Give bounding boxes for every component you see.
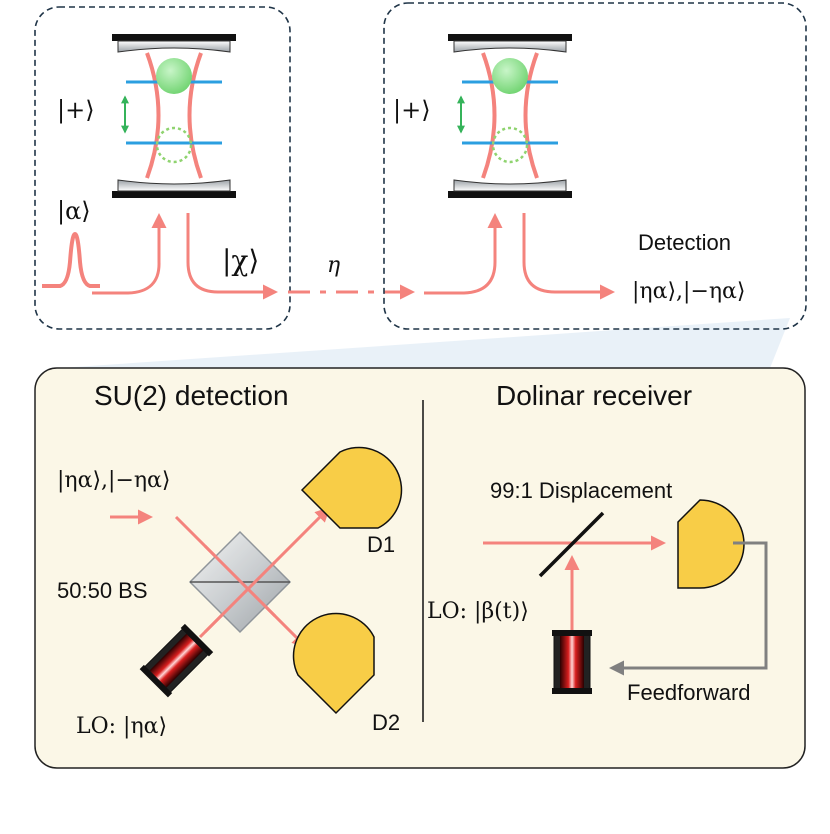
detector-d2-icon xyxy=(292,612,375,715)
dolinar-lo-label: LO: |β(t)⟩ xyxy=(427,599,529,624)
feedforward-label: Feedforward xyxy=(627,680,751,705)
atom-icon xyxy=(492,58,528,94)
channel-loss-label: η xyxy=(327,253,340,278)
input-state-label: |α⟩ xyxy=(57,197,91,226)
beam-into-cavity-1 xyxy=(92,213,167,295)
detector-d1-label: D1 xyxy=(367,532,395,557)
su2-input-states: |ηα⟩,|−ηα⟩ xyxy=(57,468,171,493)
beam-out-cavity-1 xyxy=(186,213,278,300)
su2-title: SU(2) detection xyxy=(94,380,289,411)
atom-ghost-icon xyxy=(155,126,193,164)
dolinar-detector-icon xyxy=(677,499,745,589)
atom-icon xyxy=(156,58,192,94)
beam-into-cavity-2 xyxy=(424,213,503,295)
atom-ghost-icon xyxy=(491,126,529,164)
output-state-label: |χ⟩ xyxy=(222,244,259,277)
detector-d1-icon xyxy=(300,446,403,529)
cavity-box-2 xyxy=(383,2,807,330)
feedforward-line xyxy=(609,541,768,676)
beam-out-cavity-2 xyxy=(522,213,615,300)
detection-states: |ηα⟩,|−ηα⟩ xyxy=(632,279,746,304)
displacement-mirror xyxy=(538,511,605,578)
displacement-label: 99:1 Displacement xyxy=(490,478,672,503)
laser-icon xyxy=(552,630,592,694)
cavity-2 xyxy=(448,34,572,198)
detection-title: Detection xyxy=(638,230,731,255)
detector-d2-label: D2 xyxy=(372,710,400,735)
cavity-1 xyxy=(112,34,236,198)
dolinar-title: Dolinar receiver xyxy=(496,380,692,411)
su2-lo-label: LO: |ηα⟩ xyxy=(76,714,167,739)
atom-state-label-2: |+⟩ xyxy=(393,96,431,125)
laser-icon xyxy=(139,623,214,698)
atom-state-label-1: |+⟩ xyxy=(57,96,95,125)
beamsplitter-label: 50:50 BS xyxy=(57,578,148,603)
input-pulse xyxy=(42,231,100,288)
cavity-box-1 xyxy=(34,6,291,330)
zoom-projection xyxy=(60,318,790,368)
